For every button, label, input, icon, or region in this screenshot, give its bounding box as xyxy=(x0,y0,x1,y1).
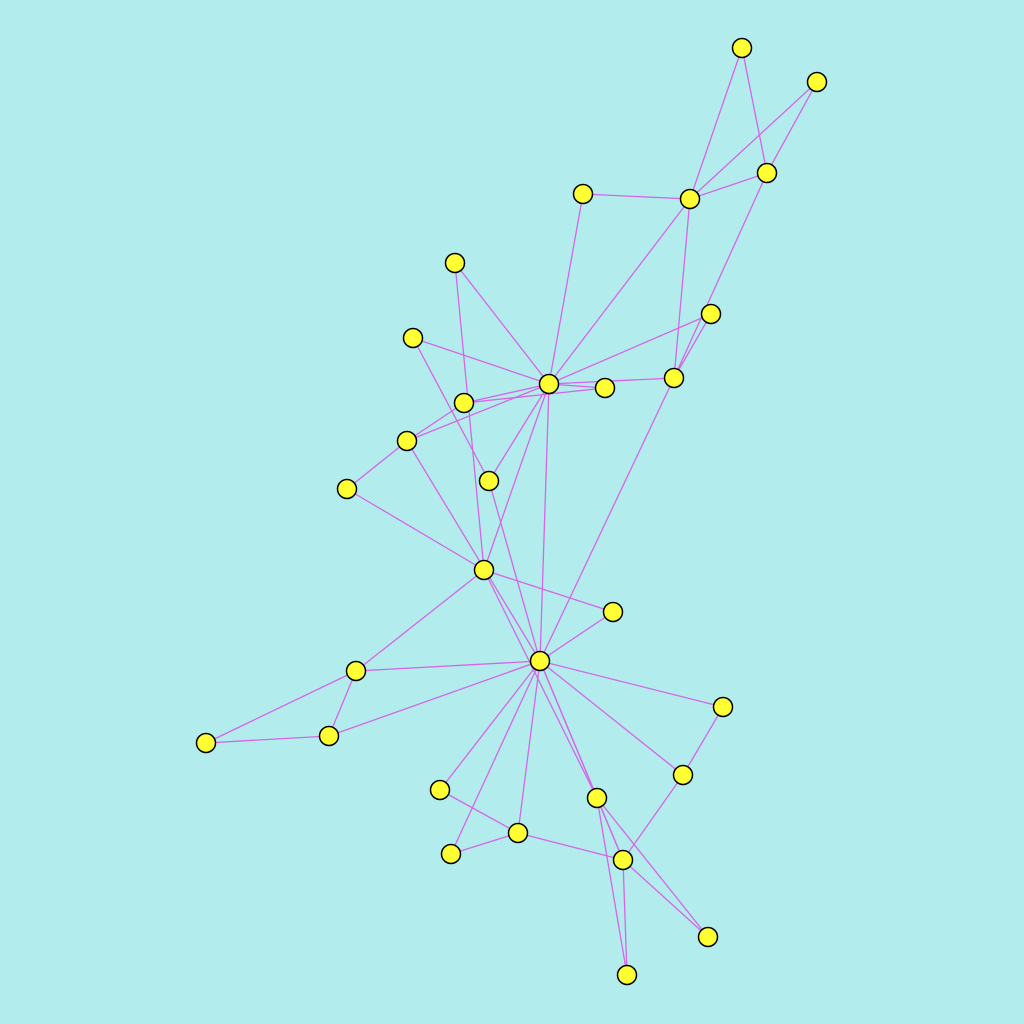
graph-edge xyxy=(517,660,541,834)
graph-edge xyxy=(766,81,818,174)
graph-node xyxy=(444,252,466,274)
graph-edge xyxy=(539,660,684,776)
graph-edge xyxy=(539,660,724,708)
graph-node xyxy=(806,71,828,93)
graph-node xyxy=(572,183,594,205)
graph-node xyxy=(396,430,418,452)
graph-edge xyxy=(582,193,691,200)
graph-edge xyxy=(673,172,768,379)
graph-edge xyxy=(463,383,550,404)
graph-node xyxy=(712,696,734,718)
graph-node xyxy=(440,843,462,865)
graph-node xyxy=(507,822,529,844)
graph-edge xyxy=(463,387,606,404)
graph-edge xyxy=(488,480,541,662)
graph-node xyxy=(318,725,340,747)
graph-edge xyxy=(328,670,357,737)
graph-edge xyxy=(412,337,550,385)
edge-layer xyxy=(205,47,818,976)
graph-edge xyxy=(682,706,724,776)
graph-edge xyxy=(406,440,541,662)
graph-edge xyxy=(488,383,550,482)
graph-node xyxy=(594,377,616,399)
graph-edge xyxy=(355,569,485,672)
graph-edge xyxy=(439,789,519,834)
graph-edge xyxy=(205,670,357,744)
graph-node xyxy=(672,764,694,786)
graph-node xyxy=(586,787,608,809)
graph-node xyxy=(195,732,217,754)
graph-edge xyxy=(483,569,598,799)
graph-edge xyxy=(406,383,550,442)
graph-edge xyxy=(548,313,712,385)
graph-edge xyxy=(689,47,743,200)
graph-node xyxy=(697,926,719,948)
graph-node xyxy=(529,650,551,672)
graph-node xyxy=(453,392,475,414)
graph-edge xyxy=(622,859,709,938)
graph-edge xyxy=(539,611,614,662)
graph-node xyxy=(731,37,753,59)
node-layer xyxy=(195,37,828,986)
graph-edge xyxy=(673,313,712,379)
graph-edge xyxy=(483,383,550,571)
graph-edge xyxy=(539,377,675,662)
graph-node xyxy=(700,303,722,325)
graph-node xyxy=(473,559,495,581)
graph-edge xyxy=(346,488,485,571)
graph-edge xyxy=(689,81,818,200)
graph-edge xyxy=(450,832,519,855)
graph-node xyxy=(345,660,367,682)
graph-node xyxy=(602,601,624,623)
graph-node xyxy=(679,188,701,210)
graph-edge xyxy=(483,569,614,613)
graph-edge xyxy=(596,797,709,938)
graph-edge xyxy=(517,832,624,861)
graph-edge xyxy=(539,383,550,662)
graph-node xyxy=(756,162,778,184)
graph-edge xyxy=(548,198,691,385)
graph-edge xyxy=(450,660,541,855)
graph-edge xyxy=(355,660,541,672)
graph-edge xyxy=(548,193,584,385)
graph-node xyxy=(538,373,560,395)
graph-edge xyxy=(412,337,490,482)
graph-edge xyxy=(622,774,684,861)
graph-edge xyxy=(689,172,768,200)
graph-edge xyxy=(439,660,541,791)
graph-edge xyxy=(596,797,628,976)
graph-edge xyxy=(205,735,330,744)
graph-node xyxy=(429,779,451,801)
graph-edge xyxy=(741,47,768,174)
graph-node xyxy=(336,478,358,500)
graph-edge xyxy=(454,262,550,385)
graph-node xyxy=(612,849,634,871)
graph-edge xyxy=(328,660,541,737)
graph-edge xyxy=(596,797,624,861)
graph-node xyxy=(402,327,424,349)
graph-edge xyxy=(622,859,628,976)
graph-node xyxy=(478,470,500,492)
graph-node xyxy=(663,367,685,389)
graph-edge xyxy=(673,198,691,379)
graph-edge xyxy=(346,440,408,490)
graph-edge xyxy=(406,402,465,442)
graph-node xyxy=(616,964,638,986)
